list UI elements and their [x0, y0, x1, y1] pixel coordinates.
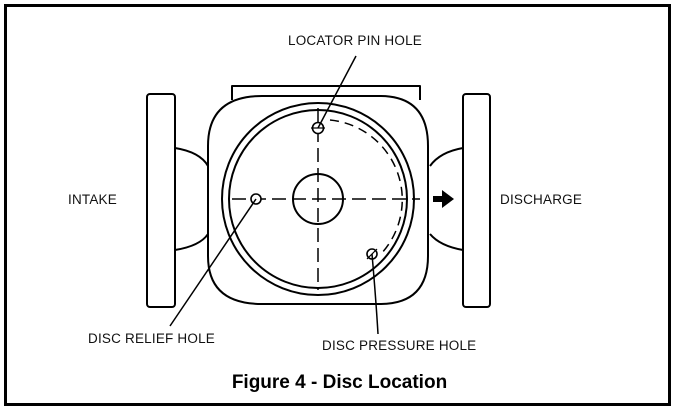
- figure-caption: Figure 4 - Disc Location: [231, 372, 448, 393]
- intake-neck: [174, 147, 209, 251]
- disc-relief-hole: [250, 193, 262, 205]
- dashed-arc: [329, 119, 403, 256]
- discharge-neck: [429, 147, 464, 251]
- discharge-arrow: [433, 190, 454, 208]
- intake-flange: [146, 93, 176, 308]
- disc-relief-leader: [169, 198, 257, 327]
- pump-body: [207, 95, 429, 305]
- top-tab: [231, 85, 421, 100]
- disc-pressure-leader: [371, 253, 379, 335]
- locator-pin-leader: [317, 55, 357, 129]
- locator-pin-hole-label: LOCATOR PIN HOLE: [288, 33, 422, 48]
- disc-pressure-hole-label: DISC PRESSURE HOLE: [322, 338, 477, 353]
- discharge-label: DISCHARGE: [500, 192, 583, 207]
- figure-frame: [4, 4, 671, 406]
- intake-label: INTAKE: [68, 192, 117, 207]
- discharge-flange: [462, 93, 491, 308]
- disc-relief-hole-label: DISC RELIEF HOLE: [88, 331, 215, 346]
